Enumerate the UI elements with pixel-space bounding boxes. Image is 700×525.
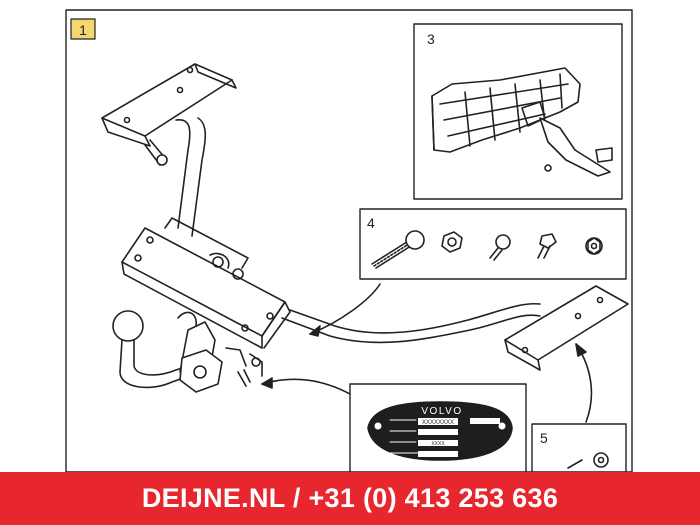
screw-icon bbox=[489, 234, 511, 261]
inset-5-frame bbox=[531, 423, 627, 473]
nut-icon bbox=[441, 231, 463, 253]
callout-box-1 bbox=[70, 18, 96, 40]
plate-brand: VOLVO bbox=[421, 406, 462, 417]
left-mounting-bracket bbox=[101, 63, 237, 166]
id-plate: VOLVO XXXXXXXX XXXX bbox=[367, 401, 513, 461]
flange-bolt-icon bbox=[537, 233, 557, 259]
leader-arrow-to-right-bracket bbox=[575, 343, 593, 423]
bolt-icon bbox=[371, 230, 425, 269]
callout-label-1: 1 bbox=[79, 22, 87, 38]
stud-icon bbox=[567, 459, 583, 469]
side-arm-left bbox=[175, 117, 207, 237]
plate-coupling-value: XXXX bbox=[431, 441, 445, 447]
tube-to-right-bracket bbox=[281, 302, 541, 344]
washer-icon bbox=[593, 452, 609, 468]
contact-banner: DEIJNE.NL / +31 (0) 413 253 636 bbox=[0, 472, 700, 525]
leader-arrow-to-coupling bbox=[261, 377, 351, 395]
plate-serial-value: XXXXXXXX bbox=[422, 420, 454, 426]
callout-label-4: 4 bbox=[367, 215, 375, 231]
flange-nut-icon bbox=[585, 237, 603, 255]
callout-label-5: 5 bbox=[540, 430, 548, 446]
right-mounting-bracket bbox=[504, 285, 629, 371]
leader-arrow-to-crossbar bbox=[309, 283, 381, 337]
coupling-lock-mechanism bbox=[177, 311, 263, 393]
callout-label-3: 3 bbox=[427, 31, 435, 47]
bumper-beam-part bbox=[431, 67, 613, 177]
crossbar-main bbox=[121, 217, 291, 349]
contact-banner-text: DEIJNE.NL / +31 (0) 413 253 636 bbox=[141, 483, 559, 513]
